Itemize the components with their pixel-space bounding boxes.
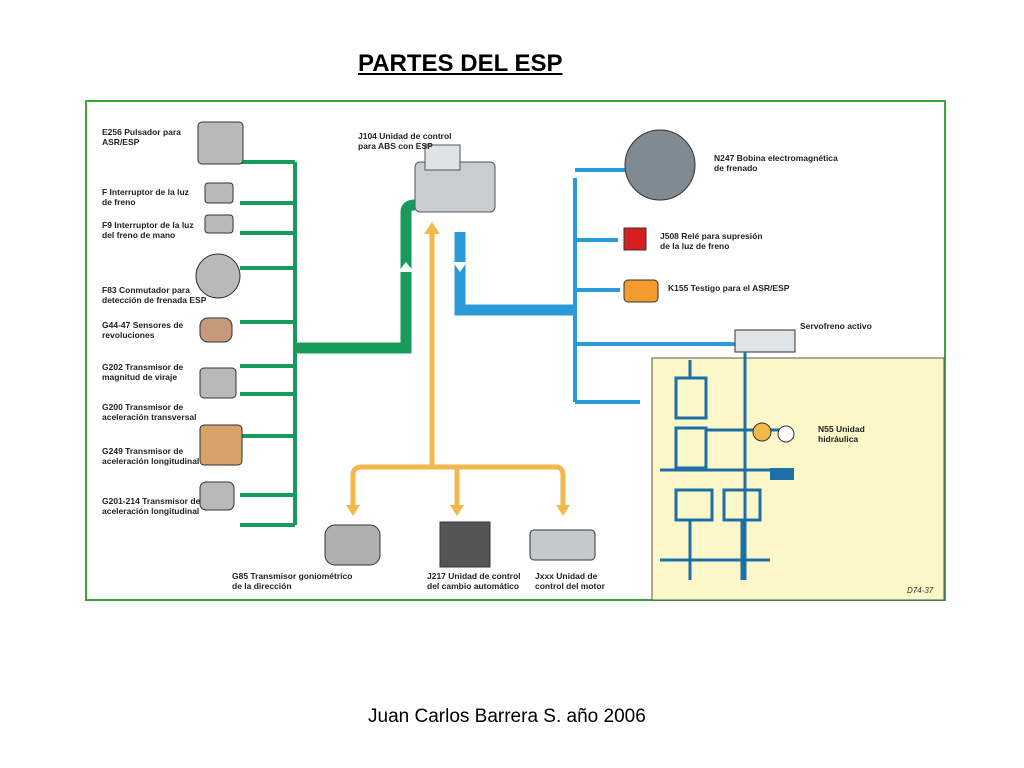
input-label-g201: G201-214 Transmisor de aceleración longi…: [102, 496, 201, 516]
output-arrow: [454, 232, 575, 316]
input-label-e256: E256 Pulsador para ASR/ESP: [102, 127, 181, 147]
hydraulic-unit: [651, 352, 945, 601]
input-label-f9: F9 Interruptor de la luz del freno de ma…: [102, 220, 194, 240]
bus-lines: [350, 232, 566, 505]
input-arrow: [297, 199, 416, 354]
footer-credit: Juan Carlos Barrera S. año 2006: [368, 706, 646, 727]
output-label-j508: J508 Relé para supresión de la luz de fr…: [660, 231, 763, 251]
bus-label-jxxx: Jxxx Unidad de control del motor: [535, 571, 605, 591]
output-lines: [573, 168, 735, 404]
output-label-n55: N55 Unidad hidráulica: [818, 424, 865, 444]
input-arrow-head: [398, 262, 414, 272]
center-unit-label: J104 Unidad de control para ABS con ESP: [358, 131, 452, 151]
input-label-g249: G249 Transmisor de aceleración longitudi…: [102, 446, 200, 466]
bus-label-j217: J217 Unidad de control del cambio automá…: [427, 571, 521, 591]
input-label-g44: G44-47 Sensores de revoluciones: [102, 320, 184, 340]
bus-label-g85: G85 Transmisor goniométrico de la direcc…: [232, 571, 353, 591]
output-label-k155: K155 Testigo para el ASR/ESP: [668, 283, 790, 293]
input-components: [195, 121, 244, 511]
input-label-f83: F83 Conmutador para detección de frenada…: [102, 285, 207, 305]
input-label-g202: G202 Transmisor de magnitud de viraje: [102, 362, 184, 382]
input-label-f: F Interruptor de la luz de freno: [102, 187, 189, 207]
diagram-code: D74-37: [907, 586, 934, 595]
output-label-servofreno: Servofreno activo: [800, 321, 872, 331]
output-label-n247: N247 Bobina electromagnética de frenado: [714, 153, 838, 173]
output-components: [623, 129, 796, 353]
ecu-j104: [414, 144, 496, 213]
input-label-g200: G200 Transmisor de aceleración transvers…: [102, 402, 197, 422]
input-lines: [240, 160, 297, 527]
page-title: PARTES DEL ESP: [358, 50, 563, 77]
bus-components: [324, 521, 596, 568]
